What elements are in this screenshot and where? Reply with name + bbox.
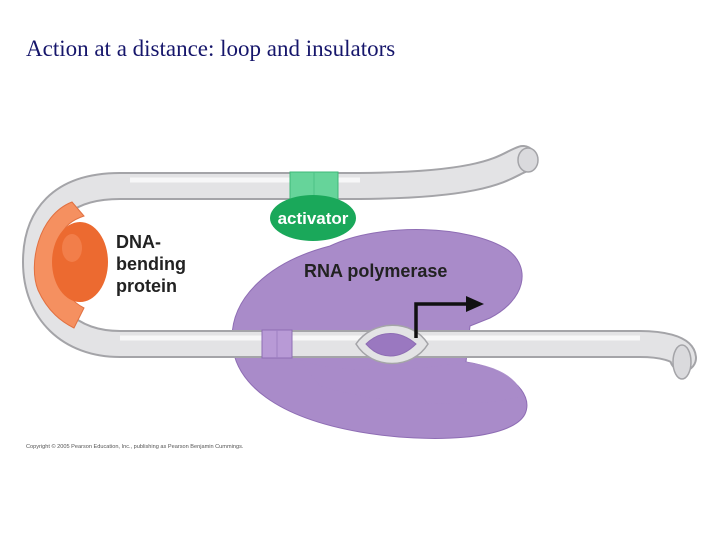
rna-polymerase-front <box>300 360 522 404</box>
open-dna-strands <box>365 333 417 357</box>
dna-bending-protein <box>52 222 108 302</box>
slide-title: Action at a distance: loop and insulator… <box>26 36 396 61</box>
transcription-start-arrow <box>414 302 468 338</box>
bending-protein-highlight <box>62 234 82 262</box>
activator-protein <box>270 195 356 241</box>
copyright-notice: Copyright © 2005 Pearson Education, Inc.… <box>26 444 244 450</box>
dna-bending-label-line1: DNA- <box>116 232 161 252</box>
activator-label: activator <box>278 209 349 228</box>
dna-end-right <box>672 344 692 380</box>
arrow-head <box>466 296 484 312</box>
rna-polymerase-label: RNA polymerase <box>304 261 447 281</box>
dna-bending-label-line3: protein <box>116 276 177 296</box>
dna-bending-label-line2: bending <box>116 254 186 274</box>
dna-end-top <box>517 147 539 173</box>
